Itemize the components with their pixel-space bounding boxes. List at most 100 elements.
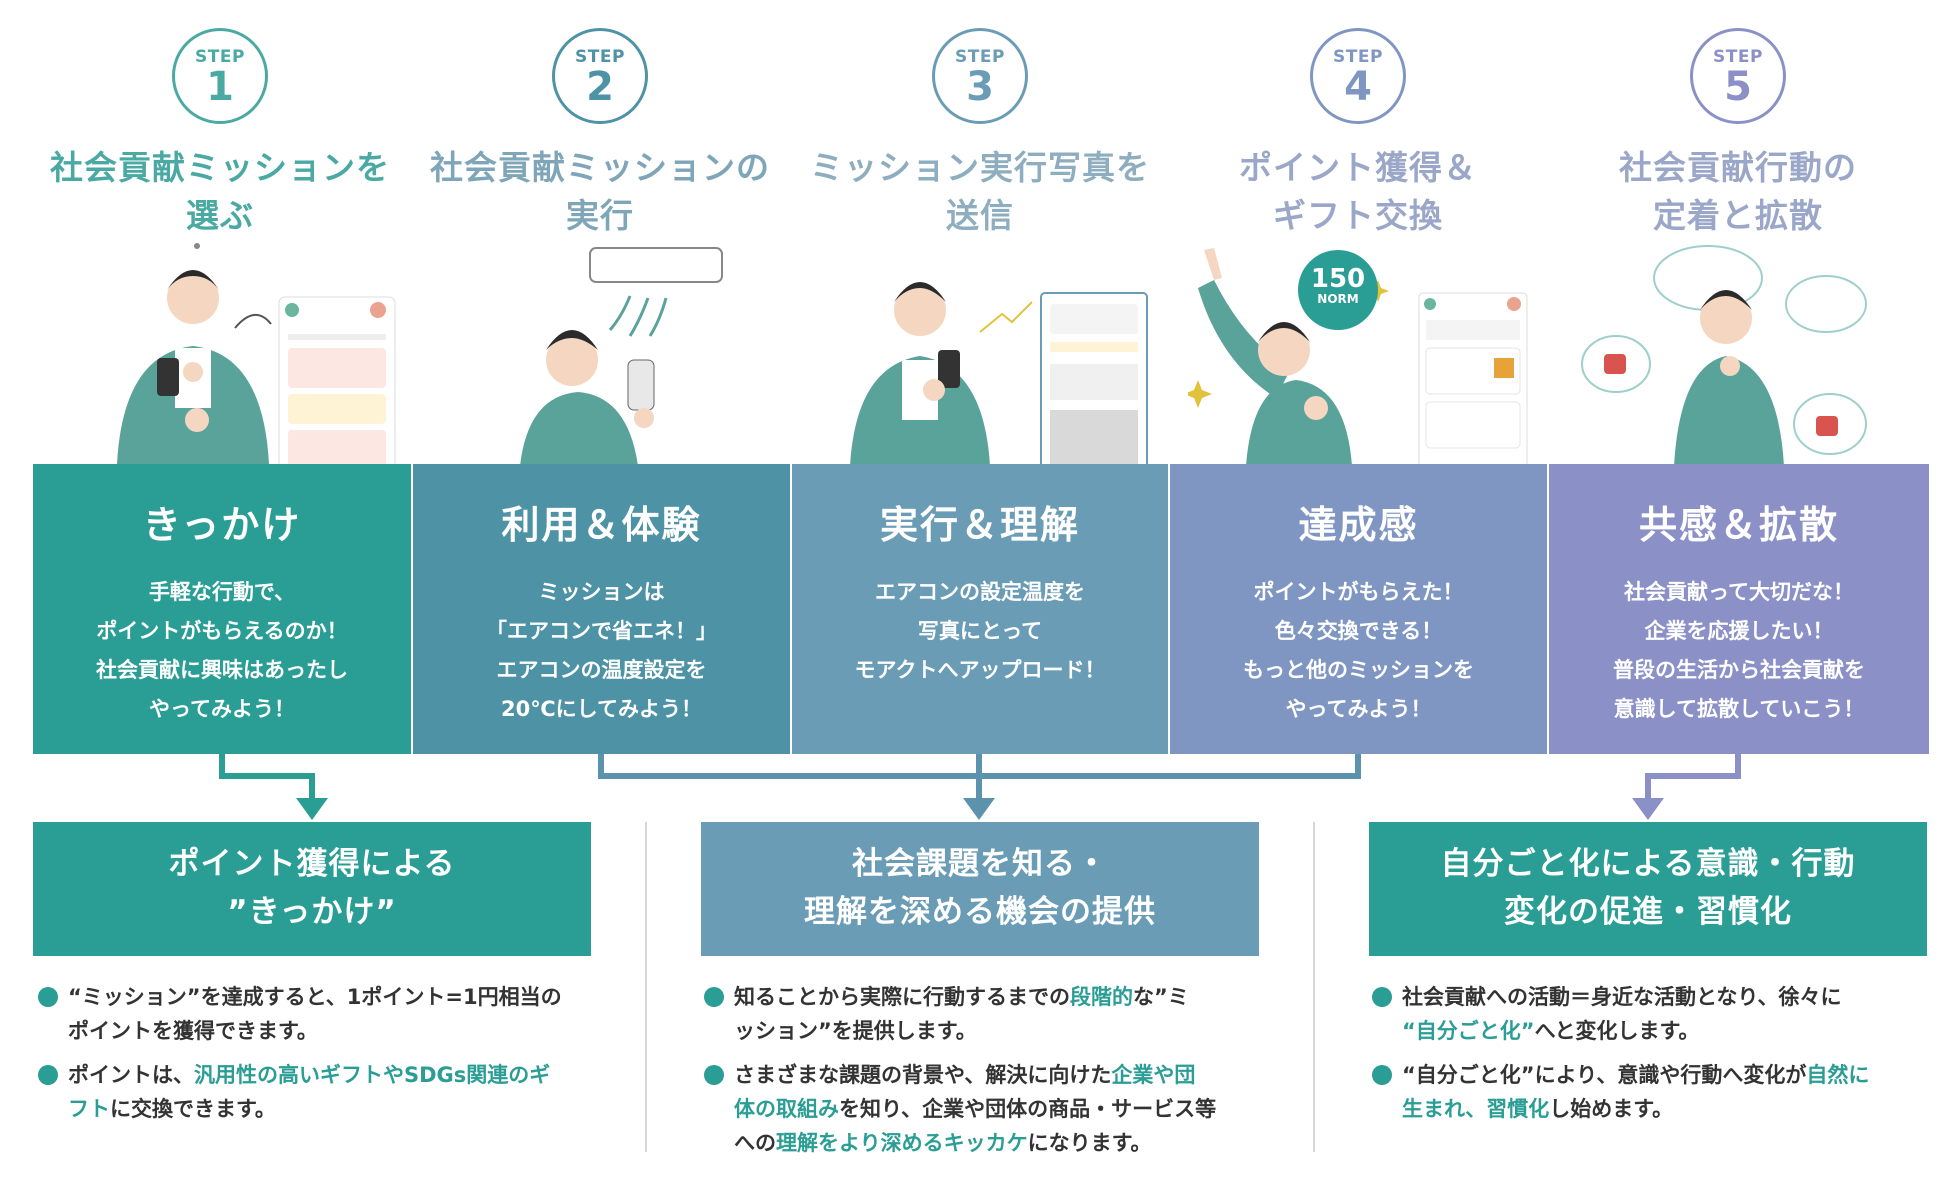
bullet-item: “ミッション”を達成すると、1ポイント=1円相当の ポイントを獲得できます。 bbox=[38, 980, 598, 1048]
panel-title: 共感＆拡散 bbox=[1638, 503, 1839, 547]
column-divider bbox=[645, 822, 647, 1152]
result-line: ポイント獲得による bbox=[168, 846, 456, 882]
bullet-dot-icon bbox=[1372, 987, 1392, 1007]
step-label: STEP bbox=[195, 47, 245, 67]
step-title-line: 定着と拡散 bbox=[1653, 196, 1823, 235]
result-habit: 自分ごと化による意識・行動 変化の促進・習慣化 bbox=[1369, 822, 1927, 956]
step-title-line: ポイント獲得＆ bbox=[1239, 148, 1477, 187]
bullet-text: “ミッション”を達成すると、1ポイント=1円相当の bbox=[68, 985, 562, 1009]
step-title-line: 社会貢献ミッションの bbox=[430, 148, 770, 187]
step-label: STEP bbox=[575, 47, 625, 67]
step-2-title: 社会貢献ミッションの 実行 bbox=[420, 144, 780, 240]
panel-line: 意識して拡散していこう！ bbox=[1613, 697, 1865, 721]
panel-line: モアクトへアップロード！ bbox=[854, 658, 1106, 682]
bullet-text: 知ることから実際に行動するまでの bbox=[734, 985, 1070, 1009]
step-title-line: ミッション実行写真を bbox=[810, 148, 1150, 187]
step-1-title: 社会貢献ミッションを 選ぶ bbox=[40, 144, 400, 240]
points-badge: 150 NORM bbox=[1298, 250, 1378, 330]
panel-line: 企業を応援したい！ bbox=[1644, 619, 1834, 643]
panel-line: 「エアコンで省エネ！」 bbox=[486, 619, 717, 643]
bullet-highlight: “自分ごと化” bbox=[1402, 1019, 1535, 1043]
bullet-item: ポイントは、汎用性の高いギフトやSDGs関連のギ フトに交換できます。 bbox=[38, 1058, 598, 1126]
panel-body: 手軽な行動で、 ポイントがもらえるのか！ 社会貢献に興味はあったし やってみよう… bbox=[33, 573, 411, 729]
panel-line: 社会貢献に興味はあったし bbox=[96, 658, 348, 682]
bullet-highlight: 理解をより深めるキッカケ bbox=[776, 1131, 1028, 1155]
panel-empathy-spread: 共感＆拡散 社会貢献って大切だな！ 企業を応援したい！ 普段の生活から社会貢献を… bbox=[1549, 464, 1929, 754]
bullets-col-2: 知ることから実際に行動するまでの段階的な”ミ ッション”を提供します。 さまざま… bbox=[704, 980, 1274, 1170]
person-phone-illustration bbox=[117, 243, 272, 464]
bullet-text: への bbox=[734, 1131, 776, 1155]
bullet-item: 社会貢献への活動＝身近な活動となり、徐々に “自分ごと化”へと変化します。 bbox=[1372, 980, 1942, 1048]
bullet-text: し始めます。 bbox=[1549, 1097, 1674, 1121]
bullets-col-3: 社会貢献への活動＝身近な活動となり、徐々に “自分ごと化”へと変化します。 “自… bbox=[1372, 980, 1942, 1136]
panel-understanding: 実行＆理解 エアコンの設定温度を 写真にとって モアクトへアップロード！ bbox=[792, 464, 1168, 754]
result-trigger: ポイント獲得による ”きっかけ” bbox=[33, 822, 591, 956]
bullet-item: 知ることから実際に行動するまでの段階的な”ミ ッション”を提供します。 bbox=[704, 980, 1274, 1048]
bullet-item: さまざまな課題の背景や、解決に向けた企業や団 体の取組みを知り、企業や団体の商品… bbox=[704, 1058, 1274, 1160]
panel-trigger: きっかけ 手軽な行動で、 ポイントがもらえるのか！ 社会貢献に興味はあったし や… bbox=[33, 464, 411, 754]
step-title-line: 実行 bbox=[566, 196, 634, 235]
panel-body: ミッションは 「エアコンで省エネ！」 エアコンの温度設定を 20℃にしてみよう！ bbox=[413, 573, 790, 729]
bullet-highlight: 段階的 bbox=[1070, 985, 1133, 1009]
step-title-line: 送信 bbox=[946, 196, 1014, 235]
app-screen-mission-list bbox=[278, 296, 396, 486]
app-screen-gift bbox=[1418, 292, 1528, 488]
person-thinking-illustration bbox=[1581, 245, 1867, 466]
panel-title: きっかけ bbox=[142, 503, 302, 547]
step-number: 3 bbox=[966, 64, 994, 110]
panel-title: 実行＆理解 bbox=[879, 503, 1080, 547]
panel-body: ポイントがもらえた！ 色々交換できる！ もっと他のミッションを やってみよう！ bbox=[1170, 573, 1547, 729]
panel-line: 20℃にしてみよう！ bbox=[500, 697, 703, 721]
points-badge-value: 150 bbox=[1310, 264, 1366, 294]
panel-line: やってみよう！ bbox=[1285, 697, 1432, 721]
step-title-line: ギフト交換 bbox=[1273, 196, 1443, 235]
arrowhead-2-icon bbox=[963, 798, 995, 820]
result-line: 変化の促進・習慣化 bbox=[1504, 894, 1792, 930]
bullet-highlight: 生まれ、習慣化 bbox=[1402, 1097, 1550, 1121]
flow-connectors bbox=[219, 754, 1741, 820]
panel-line: 普段の生活から社会貢献を bbox=[1613, 658, 1865, 682]
step-4-title: ポイント獲得＆ ギフト交換 bbox=[1178, 144, 1538, 240]
panel-body: エアコンの設定温度を 写真にとって モアクトへアップロード！ bbox=[792, 573, 1168, 690]
bullet-highlight: 汎用性の高いギフトやSDGs関連のギ bbox=[194, 1063, 551, 1087]
step-3-title: ミッション実行写真を 送信 bbox=[800, 144, 1160, 240]
step-5-badge: STEP 5 bbox=[1690, 28, 1786, 124]
connector-step5-arrow-icon bbox=[1645, 754, 1741, 800]
arrowhead-1-icon bbox=[296, 798, 328, 820]
bullet-dot-icon bbox=[1372, 1065, 1392, 1085]
bullet-text: になります。 bbox=[1027, 1131, 1152, 1155]
bullet-highlight: 企業や団 bbox=[1111, 1063, 1196, 1087]
app-screen-upload bbox=[1040, 292, 1148, 488]
bullet-text: な”ミ bbox=[1133, 985, 1189, 1009]
panel-title: 利用＆体験 bbox=[501, 503, 702, 547]
panel-line: エアコンの温度設定を bbox=[496, 658, 707, 682]
bullet-dot-icon bbox=[704, 987, 724, 1007]
bullet-text: 社会貢献への活動＝身近な活動となり、徐々に bbox=[1402, 985, 1842, 1009]
step-number: 5 bbox=[1724, 64, 1752, 110]
bullet-text: ポイントは、 bbox=[68, 1063, 194, 1087]
step-label: STEP bbox=[1333, 47, 1383, 67]
bullet-item: “自分ごと化”により、意識や行動へ変化が自然に 生まれ、習慣化し始めます。 bbox=[1372, 1058, 1942, 1126]
panel-line: 社会貢献って大切だな！ bbox=[1624, 580, 1854, 604]
result-line: 社会課題を知る・ bbox=[852, 846, 1108, 882]
panel-line: もっと他のミッションを bbox=[1243, 658, 1474, 682]
step-label: STEP bbox=[955, 47, 1005, 67]
panel-body: 社会貢献って大切だな！ 企業を応援したい！ 普段の生活から社会貢献を 意識して拡… bbox=[1549, 573, 1929, 729]
panel-achievement: 達成感 ポイントがもらえた！ 色々交換できる！ もっと他のミッションを やってみ… bbox=[1170, 464, 1547, 754]
bullet-highlight: フト bbox=[68, 1097, 110, 1121]
bullet-text: ポイントを獲得できます。 bbox=[68, 1019, 318, 1043]
connector-step1-arrow-icon bbox=[219, 754, 315, 800]
panel-line: ポイントがもらえるのか！ bbox=[96, 619, 348, 643]
panel-line: エアコンの設定温度を bbox=[875, 580, 1085, 604]
panel-line: やってみよう！ bbox=[149, 697, 295, 721]
step-1-badge: STEP 1 bbox=[172, 28, 268, 124]
bullet-text: へと変化します。 bbox=[1534, 1019, 1700, 1043]
result-line: 理解を深める機会の提供 bbox=[804, 894, 1156, 930]
person-cheer-illustration bbox=[1188, 248, 1389, 466]
bullet-text: “自分ごと化”により、意識や行動へ変化が bbox=[1402, 1063, 1807, 1087]
step-number: 1 bbox=[206, 64, 234, 110]
bullet-highlight: 自然に bbox=[1806, 1063, 1870, 1087]
step-title-line: 選ぶ bbox=[186, 196, 254, 235]
person-upload-illustration bbox=[850, 282, 1033, 466]
step-number: 4 bbox=[1344, 64, 1372, 110]
